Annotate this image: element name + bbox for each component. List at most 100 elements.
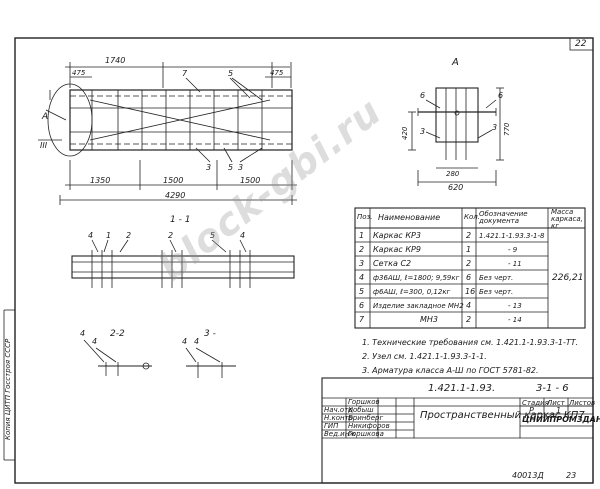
dim-overall-4290: 4290 xyxy=(165,191,186,200)
section-3-3-view xyxy=(185,347,236,378)
footer-left: 40013Д xyxy=(512,471,544,480)
spec-cell-doc: Без черт. xyxy=(479,288,514,296)
spec-header-pos: Поз. xyxy=(357,213,373,221)
section-3-3-callout-4-b: 4 xyxy=(194,337,200,346)
title-block-col-sheet: Лист xyxy=(547,399,565,407)
callout-7: 7 xyxy=(182,69,188,78)
detail-a-title: А xyxy=(452,57,459,68)
title-block-code: 1.421.1-1.93. xyxy=(428,383,496,394)
detail-dim-620: 620 xyxy=(448,183,464,192)
section-2-2-view xyxy=(83,339,152,376)
spec-cell-doc: - 14 xyxy=(508,316,522,324)
detail-callout-6-left: 6 xyxy=(420,91,426,100)
dim-bottom-1500-b: 1500 xyxy=(240,176,261,185)
detail-callout-6-right: 6 xyxy=(498,91,504,100)
dim-top-left-475: 475 xyxy=(72,69,86,77)
spec-cell-name: МН3 xyxy=(420,315,439,324)
section-1-1-callout-5: 5 xyxy=(210,231,216,240)
section-3-3-title: 3 - xyxy=(204,329,216,339)
node-label-a: А xyxy=(42,112,49,122)
spec-header-mass: Масса каркаса, кг xyxy=(551,208,583,230)
dim-top-1740: 1740 xyxy=(105,56,126,65)
note-1: 1. Технические требования см. 1.421.1-1.… xyxy=(362,338,579,347)
title-block-role-2: Н.контр xyxy=(324,414,354,422)
spec-cell-doc: 1.421.1-1.93.3-1-8 xyxy=(479,232,545,240)
spec-cell-name: ф6АШ, ℓ=300, 0,12кг xyxy=(373,288,451,296)
section-label-iii: III xyxy=(40,141,48,150)
title-block-role-1: Нач.отд xyxy=(324,406,354,414)
spec-cell-name: ф36АШ, ℓ=1800; 9,59кг xyxy=(373,274,460,282)
spec-cell-pos: 7 xyxy=(359,315,365,324)
spec-header-name: Наименование xyxy=(378,213,441,222)
spec-cell-doc: - 11 xyxy=(508,260,522,268)
dim-bottom-1350: 1350 xyxy=(90,176,111,185)
sheet-frame xyxy=(3,37,594,484)
callout-3-right: 3 xyxy=(238,163,244,172)
note-2: 2. Узел см. 1.421.1-1.93.3-1-1. xyxy=(362,352,487,361)
footer-right: 23 xyxy=(566,471,577,480)
spec-cell-pos: 5 xyxy=(359,287,365,296)
section-2-2-title: 2-2 xyxy=(110,329,125,339)
spec-cell-qty: 6 xyxy=(466,273,472,282)
spec-cell-name: Каркас КР3 xyxy=(373,231,421,240)
spec-mass-value: 226,21 xyxy=(552,273,584,283)
spec-cell-doc: - 13 xyxy=(508,302,522,310)
spec-table-grid xyxy=(354,207,586,329)
spec-cell-name: Изделие закладное МН2 xyxy=(373,302,464,310)
title-block-name-1: Горшков xyxy=(348,398,380,406)
side-stamp: Копия ЦИТП Госстроя СССР xyxy=(4,338,12,440)
title-block-grid xyxy=(321,377,594,484)
spec-header-qty: Кол. xyxy=(464,213,480,221)
spec-cell-qty: 2 xyxy=(466,231,472,240)
spec-cell-pos: 4 xyxy=(359,273,365,282)
title-block-stage: Р xyxy=(529,406,534,415)
section-1-1-callout-2-a: 2 xyxy=(126,231,132,240)
title-block-name-4: Никифоров xyxy=(348,422,390,430)
spec-cell-doc: Без черт. xyxy=(479,274,514,282)
section-2-2-callout-4-b: 4 xyxy=(92,337,98,346)
title-block-sheet-ref: 3-1 - 6 xyxy=(536,383,569,394)
main-elevation xyxy=(38,62,297,205)
callout-5-top: 5 xyxy=(228,69,234,78)
spec-cell-qty: 2 xyxy=(466,315,472,324)
section-1-1-view xyxy=(71,239,295,288)
section-1-1-callout-4-right: 4 xyxy=(240,231,246,240)
callout-5-bottom: 5 xyxy=(228,163,234,172)
detail-a-view xyxy=(408,87,504,186)
spec-cell-pos: 1 xyxy=(359,231,365,240)
callout-3-left: 3 xyxy=(206,163,212,172)
section-1-1-callout-4-left: 4 xyxy=(88,231,94,240)
title-block-name-3: Бринберг xyxy=(348,414,384,422)
spec-cell-qty: 4 xyxy=(466,301,472,310)
detail-dim-420: 420 xyxy=(401,126,409,140)
section-1-1-title: 1 - 1 xyxy=(170,215,191,225)
spec-cell-pos: 6 xyxy=(359,301,365,310)
title-block-role-4: Вед.инж xyxy=(324,430,356,438)
spec-cell-qty: 2 xyxy=(466,259,472,268)
spec-cell-qty: 16 xyxy=(465,287,476,296)
detail-dim-280: 280 xyxy=(446,170,460,178)
sheet-number: 22 xyxy=(575,39,587,49)
section-3-3-callout-4-a: 4 xyxy=(182,337,188,346)
title-block-name-2: Кобыш xyxy=(348,406,374,414)
spec-cell-qty: 1 xyxy=(466,245,472,254)
detail-callout-3-right: 3 xyxy=(492,123,498,132)
spec-cell-pos: 3 xyxy=(359,259,365,268)
section-1-1-callout-2-b: 2 xyxy=(168,231,174,240)
dim-top-right-475: 475 xyxy=(270,69,284,77)
title-block-title: Пространственный каркас КП7 xyxy=(420,410,585,421)
section-2-2-callout-4-a: 4 xyxy=(80,329,86,338)
title-block-role-3: ГИП xyxy=(324,422,339,430)
title-block-sheet: 1 xyxy=(556,406,562,415)
detail-dim-770: 770 xyxy=(503,122,511,136)
detail-callout-3-left: 3 xyxy=(420,127,426,136)
spec-cell-name: Сетка С2 xyxy=(373,259,412,268)
section-1-1-callout-1: 1 xyxy=(106,231,112,240)
spec-cell-doc: - 9 xyxy=(508,246,518,254)
title-block-col-sheets: Листов xyxy=(569,399,596,407)
title-block-org: ЦНИИПРОМЗДАНИЙ xyxy=(522,415,600,424)
dim-bottom-1500-a: 1500 xyxy=(163,176,184,185)
spec-header-doc: Обозначение документа xyxy=(479,210,528,225)
title-block-name-5: Горшкова xyxy=(348,430,384,438)
